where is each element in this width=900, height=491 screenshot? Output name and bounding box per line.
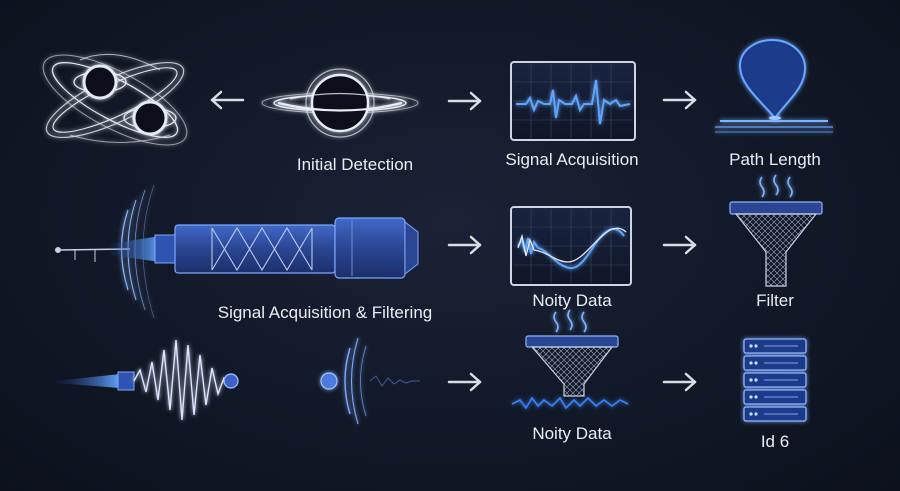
label-initial-detection: Initial Detection: [297, 155, 413, 174]
label-id-6: Id 6: [761, 432, 789, 451]
arrow-right-1: [447, 91, 482, 111]
location-pin-icon: [715, 38, 833, 133]
label-noity-data-1: Noity Data: [532, 291, 612, 310]
label-noity-data-2: Noity Data: [532, 424, 612, 443]
black-hole-icon: [261, 68, 419, 138]
wave-beam-icon: [55, 337, 420, 425]
binary-black-hole-icon: [42, 53, 188, 146]
arrow-right-2: [662, 90, 697, 110]
arrow-right-5: [447, 372, 482, 392]
probe-instrument-icon: [55, 184, 419, 319]
arrow-right-6: [662, 372, 697, 392]
label-path-length: Path Length: [729, 150, 821, 169]
arrow-left: [210, 90, 245, 110]
arrow-right-4: [662, 235, 697, 255]
waveform-monitor-icon: [510, 61, 636, 141]
filter-funnel-wave-icon: [511, 309, 629, 410]
noisy-monitor-icon: [510, 206, 632, 286]
label-signal-acquisition: Signal Acquisition: [505, 150, 638, 169]
label-filter: Filter: [756, 291, 794, 310]
filter-funnel-icon: [729, 174, 823, 287]
server-rack-icon: [743, 338, 807, 422]
arrow-right-3: [447, 235, 482, 255]
label-signal-acquisition-filtering: Signal Acquisition & Filtering: [218, 303, 433, 322]
